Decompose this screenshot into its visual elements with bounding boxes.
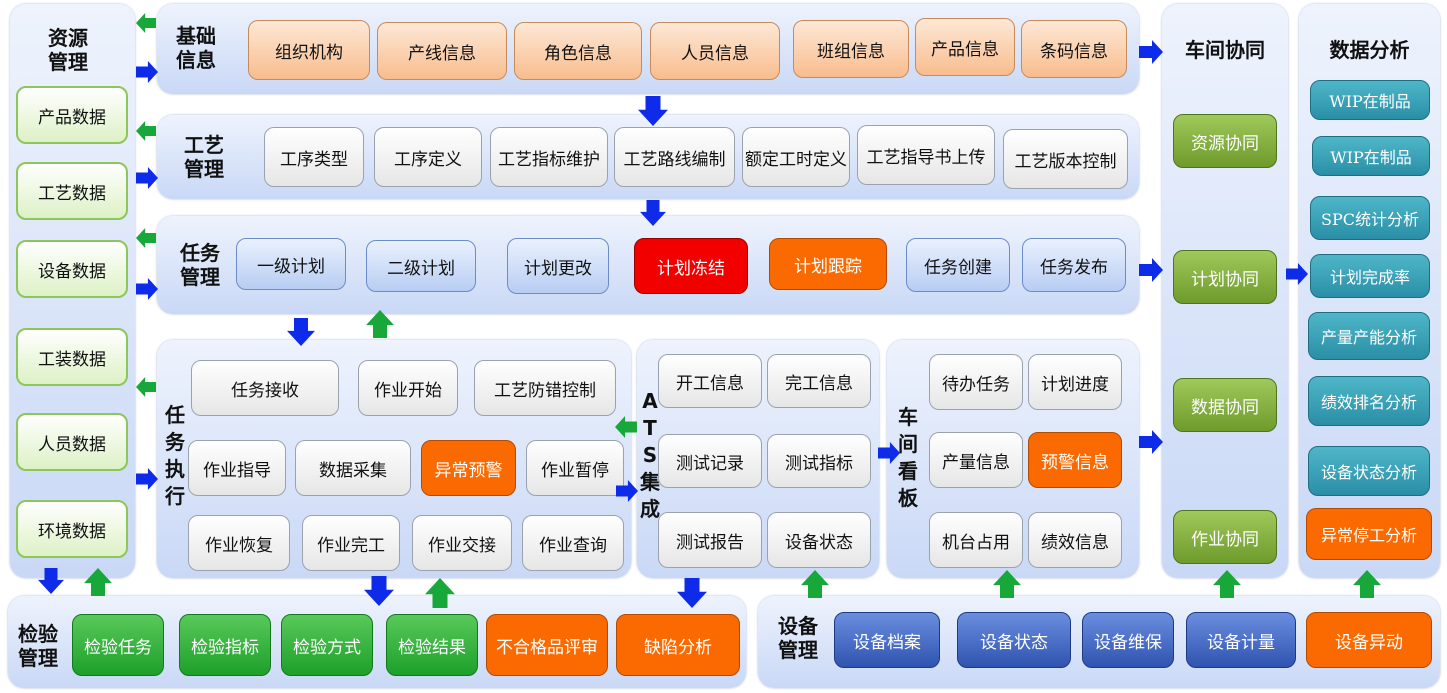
analysis-item-ranking[interactable]: 绩效排名分析 [1308, 376, 1430, 426]
arrow-right-blue-7 [1139, 40, 1163, 64]
analysis-item-spc[interactable]: SPC统计分析 [1310, 196, 1430, 240]
ats-item-test-report[interactable]: 测试报告 [658, 512, 762, 568]
equipment-item-change[interactable]: 设备异动 [1306, 612, 1432, 668]
arrow-right-blue-9 [1139, 430, 1163, 454]
exec-item-start[interactable]: 作业开始 [358, 360, 458, 416]
process-item-version[interactable]: 工艺版本控制 [1003, 129, 1128, 189]
task-item-plan-freeze[interactable]: 计划冻结 [634, 238, 748, 294]
board-item-performance[interactable]: 绩效信息 [1028, 512, 1122, 568]
equipment-title: 设备 管理 [778, 614, 818, 662]
ats-item-test-indicator[interactable]: 测试指标 [767, 434, 871, 488]
resource-item-equipment[interactable]: 设备数据 [16, 240, 128, 298]
ats-title: A T S 集 成 [640, 389, 660, 521]
arrow-up-green-1 [366, 310, 394, 338]
exec-item-alert[interactable]: 异常预警 [421, 440, 516, 496]
ats-item-device-status[interactable]: 设备状态 [767, 512, 871, 568]
arrow-right-blue-4 [136, 468, 158, 490]
process-title: 工艺 管理 [184, 133, 224, 181]
inspection-item-task[interactable]: 检验任务 [72, 614, 164, 676]
ats-item-finish-info[interactable]: 完工信息 [767, 354, 871, 408]
process-item-define[interactable]: 工序定义 [374, 127, 482, 187]
basic-item-org[interactable]: 组织机构 [248, 20, 370, 80]
resource-item-tooling[interactable]: 工装数据 [16, 328, 128, 386]
exec-item-receive[interactable]: 任务接收 [191, 360, 339, 416]
resource-title: 资源 管理 [48, 26, 88, 74]
arrow-right-blue-8 [1139, 258, 1163, 282]
resource-item-product[interactable]: 产品数据 [16, 86, 128, 144]
inspection-item-method[interactable]: 检验方式 [281, 614, 373, 676]
arrow-left-green-4 [136, 377, 156, 397]
task-item-plan-track[interactable]: 计划跟踪 [769, 238, 887, 290]
inspection-item-result[interactable]: 检验结果 [386, 614, 478, 676]
collab-item-work[interactable]: 作业协同 [1173, 510, 1277, 564]
arrow-right-blue-3 [136, 278, 158, 300]
equipment-item-status[interactable]: 设备状态 [957, 612, 1071, 668]
exec-item-guide[interactable]: 作业指导 [188, 440, 286, 496]
collab-item-resource[interactable]: 资源协同 [1173, 114, 1277, 168]
inspection-title: 检验 管理 [18, 622, 58, 670]
board-item-output[interactable]: 产量信息 [929, 432, 1023, 488]
exec-item-handover[interactable]: 作业交接 [412, 515, 512, 571]
task-exec-title: 任 务 执 行 [165, 403, 185, 508]
resource-item-personnel[interactable]: 人员数据 [16, 413, 128, 471]
inspection-item-nonconform[interactable]: 不合格品评审 [486, 614, 608, 676]
ats-item-test-record[interactable]: 测试记录 [658, 434, 762, 488]
analysis-item-stoppage[interactable]: 异常停工分析 [1306, 508, 1432, 560]
board-item-machine[interactable]: 机台占用 [929, 512, 1023, 568]
board-item-todo[interactable]: 待办任务 [929, 354, 1023, 410]
basic-info-title: 基础 信息 [176, 24, 216, 72]
exec-item-resume[interactable]: 作业恢复 [188, 515, 290, 571]
basic-item-person[interactable]: 人员信息 [650, 22, 780, 80]
basic-item-line[interactable]: 产线信息 [377, 22, 507, 80]
process-item-hours[interactable]: 额定工时定义 [742, 127, 850, 187]
collab-item-plan[interactable]: 计划协同 [1173, 250, 1277, 304]
analysis-item-completion[interactable]: 计划完成率 [1310, 254, 1430, 298]
analysis-item-device-status[interactable]: 设备状态分析 [1308, 446, 1430, 496]
process-item-guide[interactable]: 工艺指导书上传 [857, 125, 995, 185]
process-item-indicator[interactable]: 工艺指标维护 [490, 127, 608, 187]
basic-item-team[interactable]: 班组信息 [793, 20, 909, 78]
basic-item-barcode[interactable]: 条码信息 [1021, 20, 1127, 78]
equipment-item-metrology[interactable]: 设备计量 [1186, 612, 1296, 668]
exec-item-complete[interactable]: 作业完工 [302, 515, 400, 571]
board-title: 车 间 看 板 [898, 405, 918, 510]
arrow-left-green-3 [136, 228, 156, 248]
arrow-right-blue-1 [136, 61, 158, 83]
exec-item-errorproof[interactable]: 工艺防错控制 [474, 360, 616, 416]
basic-item-role[interactable]: 角色信息 [514, 22, 642, 80]
board-item-alert[interactable]: 预警信息 [1028, 432, 1122, 488]
analysis-item-wip-1[interactable]: WIP在制品 [1310, 80, 1430, 120]
exec-item-pause[interactable]: 作业暂停 [526, 440, 624, 496]
arrow-right-blue-2 [136, 167, 158, 189]
task-item-create[interactable]: 任务创建 [906, 238, 1010, 292]
ats-item-start-info[interactable]: 开工信息 [658, 354, 762, 408]
board-item-progress[interactable]: 计划进度 [1028, 354, 1122, 410]
task-item-publish[interactable]: 任务发布 [1022, 238, 1126, 292]
basic-item-product[interactable]: 产品信息 [915, 18, 1015, 76]
task-item-plan-1[interactable]: 一级计划 [236, 238, 346, 290]
exec-item-query[interactable]: 作业查询 [522, 515, 624, 571]
collab-item-data[interactable]: 数据协同 [1173, 378, 1277, 432]
arrow-left-green-1 [136, 13, 156, 33]
analysis-title: 数据分析 [1329, 38, 1410, 62]
analysis-item-wip-2[interactable]: WIP在制品 [1312, 136, 1430, 176]
process-item-route[interactable]: 工艺路线编制 [614, 127, 735, 187]
resource-item-environment[interactable]: 环境数据 [16, 500, 128, 558]
equipment-item-maintenance[interactable]: 设备维保 [1082, 612, 1174, 668]
resource-item-process[interactable]: 工艺数据 [16, 162, 128, 220]
inspection-item-indicator[interactable]: 检验指标 [179, 614, 271, 676]
collab-title: 车间协同 [1185, 38, 1265, 62]
task-item-plan-2[interactable]: 二级计划 [366, 240, 476, 292]
process-item-type[interactable]: 工序类型 [264, 127, 364, 187]
task-item-plan-change[interactable]: 计划更改 [507, 238, 609, 294]
inspection-item-defect[interactable]: 缺陷分析 [616, 614, 740, 676]
arrow-left-green-2 [136, 121, 156, 141]
equipment-item-archive[interactable]: 设备档案 [834, 612, 940, 668]
exec-item-collect[interactable]: 数据采集 [295, 440, 411, 496]
analysis-item-capacity[interactable]: 产量产能分析 [1308, 312, 1430, 360]
task-mgmt-title: 任务 管理 [180, 241, 220, 289]
